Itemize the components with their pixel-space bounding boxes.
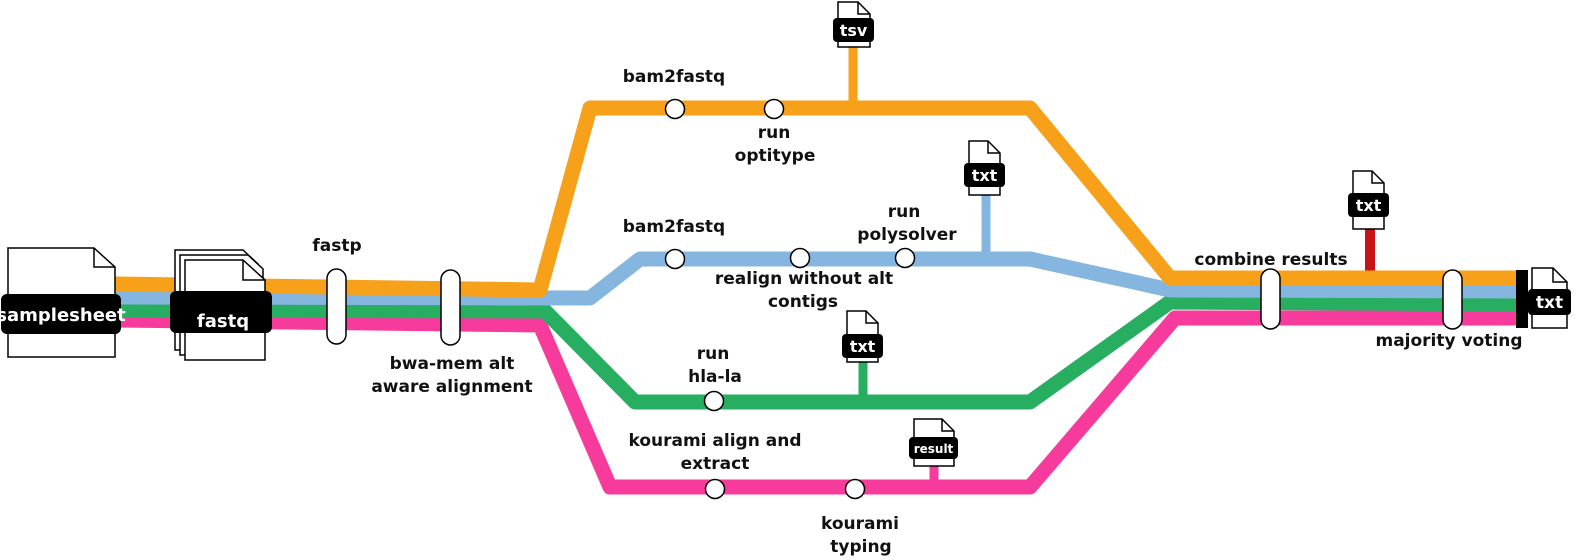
- realign-label-line1: realign without alt: [715, 269, 893, 289]
- kourami-typing-station[interactable]: [844, 478, 866, 500]
- combine-txt-file[interactable]: txt: [1348, 170, 1389, 230]
- voting-txt-tag-label: txt: [1536, 293, 1563, 313]
- realign-station[interactable]: [789, 247, 811, 269]
- samplesheet-document[interactable]: samplesheet: [0, 247, 126, 358]
- kourami-typing-label-line2: typing: [830, 537, 891, 557]
- fastq-label: fastq: [197, 311, 249, 332]
- kourami-align-station[interactable]: [704, 478, 726, 500]
- polysolver-bam2fastq-label: bam2fastq: [623, 217, 725, 237]
- combine-txt-tag-label: txt: [1356, 196, 1382, 215]
- fastq-tag: [170, 291, 272, 333]
- kourami-result-tag-label: result: [914, 442, 954, 456]
- kourami-result-file[interactable]: result: [909, 418, 958, 467]
- samplesheet-label: samplesheet: [0, 305, 126, 326]
- run-polysolver-station[interactable]: [894, 247, 916, 269]
- bwa-mem-label-line1: bwa-mem alt: [390, 354, 515, 374]
- optitype-bam2fastq-station[interactable]: [664, 98, 686, 120]
- kourami-align-label-line2: extract: [681, 454, 750, 474]
- fastp-station[interactable]: [326, 268, 347, 345]
- run-optitype-station[interactable]: [763, 98, 785, 120]
- kourami-align-label-line1: kourami align and: [628, 431, 801, 451]
- optitype-tsv-file[interactable]: tsv: [833, 1, 874, 48]
- pipeline-end-bar: [1516, 270, 1528, 328]
- combine-txt-tag: [1348, 193, 1389, 217]
- voting-txt-file[interactable]: txt: [1528, 267, 1571, 329]
- hlala-line: [107, 294, 1528, 410]
- bwa-mem-station[interactable]: [440, 269, 461, 346]
- voting-txt-tag: [1528, 289, 1571, 315]
- polysolver-txt-tag-label: txt: [972, 166, 998, 185]
- polysolver-line: [107, 251, 1528, 306]
- polysolver-txt-tag: [964, 163, 1005, 187]
- majority-voting-label: majority voting: [1375, 331, 1522, 351]
- hlala-txt-tag-label: txt: [850, 337, 876, 356]
- run-hlala-station[interactable]: [703, 390, 725, 412]
- fastq-document-stack[interactable]: fastq: [170, 249, 272, 361]
- optitype-bam2fastq-label: bam2fastq: [623, 67, 725, 87]
- run-polysolver-label-line1: run: [888, 202, 921, 222]
- run-hlala-label-line2: hla-la: [688, 367, 742, 387]
- combine-results-station[interactable]: [1260, 268, 1281, 330]
- hlala-txt-file[interactable]: txt: [842, 310, 883, 363]
- fastp-label: fastp: [312, 236, 361, 256]
- optitype-line: [107, 100, 1528, 298]
- polysolver-txt-file[interactable]: txt: [964, 140, 1005, 196]
- majority-voting-station[interactable]: [1442, 269, 1463, 330]
- tsv-tag: [833, 18, 874, 42]
- realign-label-line2: contigs: [768, 292, 838, 312]
- run-hlala-label-line1: run: [697, 344, 730, 364]
- polysolver-bam2fastq-station[interactable]: [664, 248, 686, 270]
- kourami-result-tag: [909, 437, 958, 459]
- run-optitype-label-line2: optitype: [735, 146, 816, 166]
- bwa-mem-label-line2: aware alignment: [371, 377, 532, 397]
- hlala-txt-tag: [842, 334, 883, 358]
- samplesheet-tag: [1, 294, 121, 334]
- run-optitype-label-line1: run: [758, 123, 791, 143]
- combine-results-label: combine results: [1194, 250, 1347, 270]
- run-polysolver-label-line2: polysolver: [857, 225, 957, 245]
- kourami-line: [107, 310, 1528, 495]
- kourami-typing-label-line1: kourami: [821, 514, 899, 534]
- tsv-tag-label: tsv: [840, 21, 868, 40]
